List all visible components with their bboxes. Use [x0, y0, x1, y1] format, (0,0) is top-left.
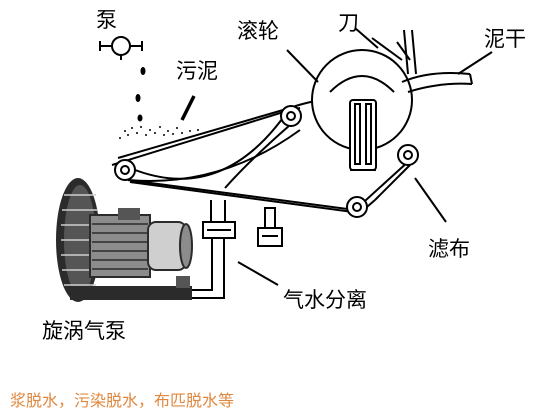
filter-cloth-leader [414, 177, 447, 223]
pump-label: 泵 [96, 8, 117, 32]
caption-text: 浆脱水，污染脱水，布匹脱水等 [10, 391, 234, 410]
knife-leader [354, 27, 379, 49]
roller-label: 滚轮 [237, 19, 279, 43]
vortex-air-pump [56, 178, 193, 302]
roller-left [114, 159, 136, 181]
roller-leader [286, 49, 319, 83]
dry-sludge-label: 泥干 [484, 27, 526, 51]
roller-lower-middle [346, 196, 368, 218]
main-drum [311, 49, 413, 171]
vortex-pump-label: 旋涡气泵 [42, 319, 126, 343]
knife-label: 刀 [338, 11, 359, 35]
scraper-knife [371, 29, 417, 75]
dry-sludge-chute [401, 72, 473, 93]
roller-top-middle [280, 105, 302, 127]
sludge-drops [135, 67, 146, 122]
separator-leader [237, 261, 279, 286]
dry-sludge-leader [457, 51, 493, 75]
gas-water-separator-tank [186, 200, 236, 299]
gas-water-separator-label: 气水分离 [283, 288, 367, 312]
sludge-pointer [180, 95, 196, 121]
feed-pump [99, 36, 143, 60]
filter-cloth-label: 滤布 [428, 237, 470, 261]
leader-lines [237, 27, 493, 286]
filter-belt [117, 99, 413, 211]
sludge-label: 污泥 [176, 59, 218, 83]
sludge-pile [119, 126, 199, 139]
roller-right [397, 144, 419, 166]
support-legs [257, 207, 283, 247]
